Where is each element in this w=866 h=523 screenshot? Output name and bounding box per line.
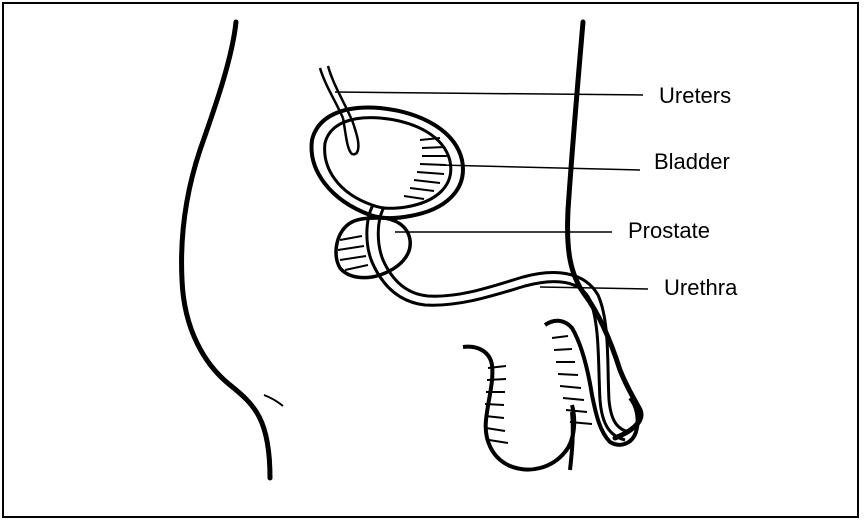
- bladder-leader: [440, 165, 640, 170]
- bladder-outer: [312, 107, 463, 218]
- label-urethra: Urethra: [664, 275, 738, 300]
- urethra-leader: [540, 287, 648, 289]
- back-outline: [182, 22, 270, 478]
- bladder-shading: [404, 138, 447, 199]
- ureter-loop: [343, 118, 358, 154]
- scrotum-lower: [570, 412, 573, 470]
- label-bladder: Bladder: [654, 149, 730, 174]
- scrotum-outline: [463, 347, 574, 470]
- label-prostate: Prostate: [628, 218, 710, 243]
- buttock-tick: [264, 395, 283, 406]
- prostate-shading: [338, 236, 368, 270]
- label-ureters: Ureters: [659, 83, 731, 108]
- scrotum-shading: [485, 366, 508, 443]
- ureters-leader: [335, 92, 643, 95]
- bladder-inner: [325, 118, 451, 209]
